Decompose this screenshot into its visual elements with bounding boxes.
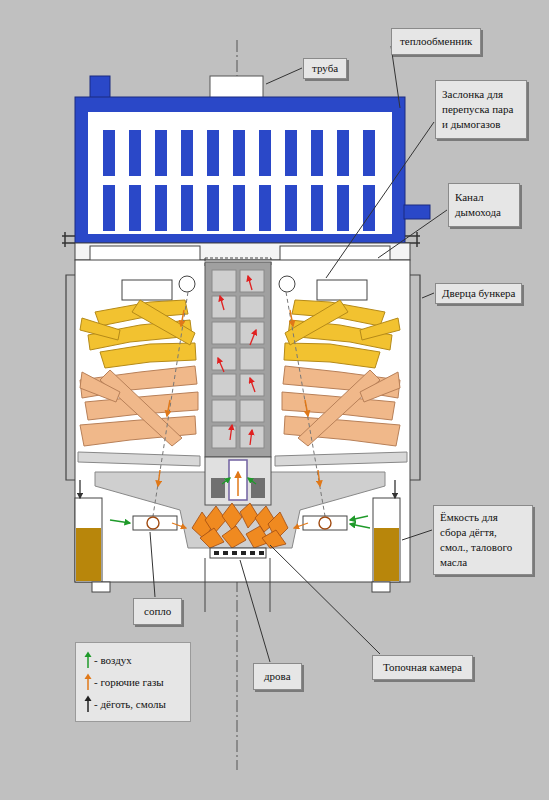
callout-box: Ёмкость для сбора дёгтя, смол., талового… [433, 505, 533, 575]
callout-label: Ёмкость для сбора дёгтя, смол., талового… [440, 510, 526, 570]
callout-box: Канал дымохода [448, 183, 520, 227]
callout-box: дрова [253, 663, 302, 690]
callout-label: дрова [264, 669, 291, 684]
legend-item: - дёготь, смолы [84, 693, 182, 715]
callout-label: теплообменник [400, 34, 472, 49]
legend-label: - горючие газы [94, 676, 164, 688]
callout-label: Заслонка для перепуска пара и дымогазов [442, 87, 520, 132]
legend-arrow [84, 673, 92, 691]
legend-label: - воздух [94, 654, 132, 666]
callout-box: теплообменник [391, 28, 481, 55]
callout-label: Дверца бункера [442, 286, 515, 301]
callout-box: Заслонка для перепуска пара и дымогазов [435, 80, 527, 139]
callout-label: Канал дымохода [455, 190, 513, 220]
callout-label: труба [312, 61, 338, 76]
legend-panel: - воздух - горючие газы - дёготь, смолы [75, 642, 191, 722]
callout-box: Топочная камера [372, 655, 473, 680]
callout-box: труба [303, 58, 347, 79]
callout-label: Топочная камера [383, 660, 462, 675]
legend-arrow [84, 651, 92, 669]
callout-box: сопло [133, 598, 182, 625]
callout-label: сопло [144, 604, 171, 619]
legend-label: - дёготь, смолы [94, 698, 166, 710]
legend-item: - воздух [84, 649, 182, 671]
legend-item: - горючие газы [84, 671, 182, 693]
callout-box: Дверца бункера [435, 283, 522, 304]
legend-arrow [84, 695, 92, 713]
